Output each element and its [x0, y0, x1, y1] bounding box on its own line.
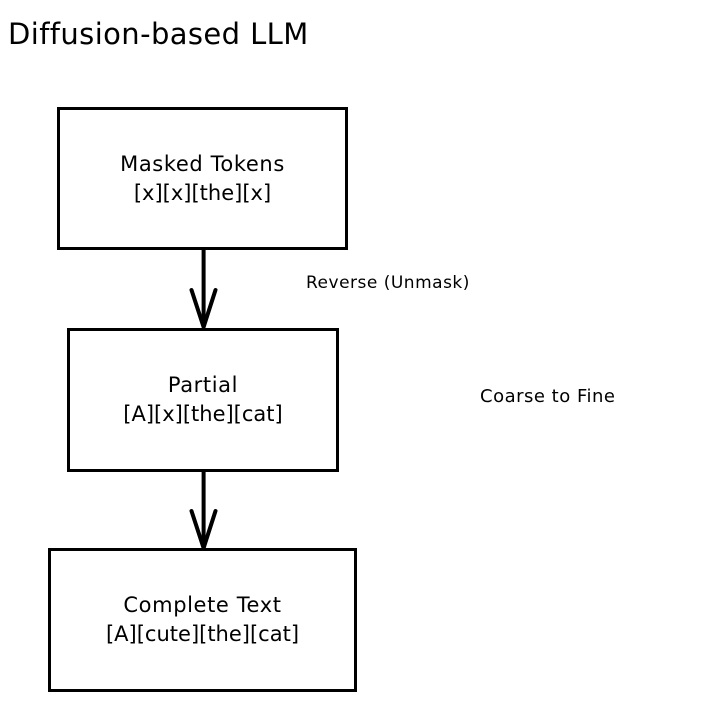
edge-partial-to-complete — [185, 470, 225, 552]
edge-label-reverse-unmask: Reverse (Unmask) — [306, 273, 470, 293]
arrow-down-icon — [189, 250, 218, 329]
node-heading: Complete Text — [123, 593, 282, 618]
arrow-down-icon — [189, 472, 218, 550]
node-token-sequence: [A][x][the][cat] — [123, 402, 283, 426]
page-title: Diffusion-based LLM — [8, 17, 309, 51]
node-complete-text[interactable]: Complete Text [A][cute][the][cat] — [48, 548, 357, 692]
node-masked-tokens[interactable]: Masked Tokens [x][x][the][x] — [57, 107, 348, 250]
node-token-sequence: [A][cute][the][cat] — [105, 622, 300, 646]
node-heading: Masked Tokens — [120, 151, 285, 176]
node-token-sequence: [x][x][the][x] — [133, 180, 272, 205]
edge-masked-to-partial — [185, 248, 225, 332]
annotation-coarse-to-fine: Coarse to Fine — [480, 386, 616, 407]
node-heading: Partial — [167, 373, 239, 398]
node-partial[interactable]: Partial [A][x][the][cat] — [67, 328, 339, 472]
